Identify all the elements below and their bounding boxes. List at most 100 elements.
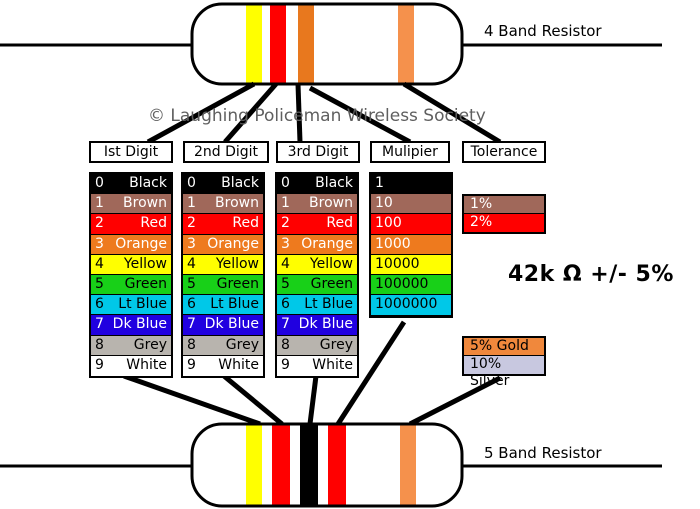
digit-row-brown: 1 Brown xyxy=(91,194,171,215)
five-band-band-1 xyxy=(246,425,262,505)
multiplier-row-100: 100 xyxy=(371,214,451,235)
multiplier-row-1-number: 1 xyxy=(375,175,384,191)
digit-row-brown-name: Brown xyxy=(215,195,259,212)
digit-row-white-number: 9 xyxy=(281,356,290,373)
digit-row-black: 0 Black xyxy=(183,174,263,195)
digit-row-red-number: 2 xyxy=(95,215,104,232)
four-band-label: 4 Band Resistor xyxy=(484,22,602,40)
digit-row-green: 5 Green xyxy=(277,274,357,296)
digit-row-orange: 3 Orange xyxy=(277,234,357,255)
digit-row-lt-blue-name: Lt Blue xyxy=(210,296,259,313)
digit-row-green-number: 5 xyxy=(95,275,104,292)
digit-row-white-name: White xyxy=(218,356,259,373)
four-band-band-1 xyxy=(246,5,262,83)
tolerance-row-5pct-gold: 5% Gold xyxy=(464,338,544,356)
digit-row-grey-number: 8 xyxy=(95,336,104,353)
digit-row-brown-name: Brown xyxy=(309,195,353,212)
five-band-band-2 xyxy=(272,425,290,505)
digit-row-yellow-number: 4 xyxy=(187,255,196,272)
tolerance-table-top: 1%2% xyxy=(462,194,546,234)
digit-row-white: 9 White xyxy=(277,355,357,376)
digit-row-black-name: Black xyxy=(315,175,353,191)
digit-row-white-name: White xyxy=(312,356,353,373)
four-band-band-2 xyxy=(270,5,286,83)
digit-row-dk-blue-name: Dk Blue xyxy=(298,316,353,333)
tolerance-row-2pct: 2% xyxy=(464,214,544,232)
digit-row-dk-blue-number: 7 xyxy=(281,316,290,333)
digit-row-orange-number: 3 xyxy=(95,235,104,252)
digit-row-dk-blue-number: 7 xyxy=(95,316,104,333)
example-value: 42k Ω +/- 5% xyxy=(508,262,674,287)
multiplier-row-1000000: 1000000 xyxy=(371,295,451,316)
four-band-connector-3 xyxy=(295,83,303,143)
four-band-connector-4 xyxy=(308,85,412,145)
digit-row-lt-blue-name: Lt Blue xyxy=(118,296,167,313)
digit-row-orange: 3 Orange xyxy=(91,234,171,255)
digit-row-black-name: Black xyxy=(221,175,259,191)
digit-row-lt-blue-name: Lt Blue xyxy=(304,296,353,313)
digit-row-white-number: 9 xyxy=(95,356,104,373)
multiplier-row-100000-number: 100000 xyxy=(375,275,429,292)
digit-row-lt-blue-number: 6 xyxy=(95,296,104,313)
digit-row-red-name: Red xyxy=(326,215,353,232)
digit-row-grey-name: Grey xyxy=(133,336,167,353)
digit-row-grey-number: 8 xyxy=(187,336,196,353)
multiplier-row-100000: 100000 xyxy=(371,274,451,296)
digit-row-orange-name: Orange xyxy=(301,235,353,252)
multiplier-row-10: 10 xyxy=(371,194,451,215)
digit-row-green-name: Green xyxy=(310,275,353,292)
four-band-connector-2 xyxy=(223,82,278,144)
digit-row-brown-name: Brown xyxy=(123,195,167,212)
digit-row-orange-name: Orange xyxy=(207,235,259,252)
header-tolerance: Tolerance xyxy=(462,141,546,163)
digit-row-red-number: 2 xyxy=(281,215,290,232)
five-band-label: 5 Band Resistor xyxy=(484,444,602,462)
digit-row-orange-number: 3 xyxy=(187,235,196,252)
tolerance-row-1pct: 1% xyxy=(464,196,544,214)
header-third-digit: 3rd Digit xyxy=(276,141,360,163)
five-band-connector-2 xyxy=(222,374,284,426)
digit-row-orange-name: Orange xyxy=(115,235,167,252)
digit-row-brown-number: 1 xyxy=(95,195,104,212)
tolerance-row-1pct-number: 1% xyxy=(470,196,493,212)
multiplier-row-1000-number: 1000 xyxy=(375,235,411,252)
digit-row-white: 9 White xyxy=(91,355,171,376)
four-band-band-4 xyxy=(398,5,414,83)
five-band-connector-1 xyxy=(123,373,261,427)
digit-row-lt-blue: 6 Lt Blue xyxy=(277,295,357,316)
digit-row-grey-name: Grey xyxy=(319,336,353,353)
digit-row-yellow-number: 4 xyxy=(95,255,104,272)
digit-row-yellow-number: 4 xyxy=(281,255,290,272)
multiplier-row-1000000-number: 1000000 xyxy=(375,296,438,313)
digit-row-black-number: 0 xyxy=(281,175,290,191)
digit-row-green-number: 5 xyxy=(281,275,290,292)
tolerance-row-5pct-gold-number: 5% Gold xyxy=(470,338,529,354)
four-band-band-3 xyxy=(298,5,314,83)
header-multiplier: Mulipier xyxy=(370,141,450,163)
digit-row-red-name: Red xyxy=(140,215,167,232)
digit-row-black-number: 0 xyxy=(95,175,104,191)
digit-row-lt-blue-number: 6 xyxy=(281,296,290,313)
four-band-connector-1 xyxy=(146,81,256,145)
digit-row-black-number: 0 xyxy=(187,175,196,191)
digit-row-orange-number: 3 xyxy=(281,235,290,252)
digit-row-black-name: Black xyxy=(129,175,167,191)
digit-row-grey: 8 Grey xyxy=(91,335,171,356)
header-first-digit: Ist Digit xyxy=(89,141,173,163)
digit-row-white-name: White xyxy=(126,356,167,373)
